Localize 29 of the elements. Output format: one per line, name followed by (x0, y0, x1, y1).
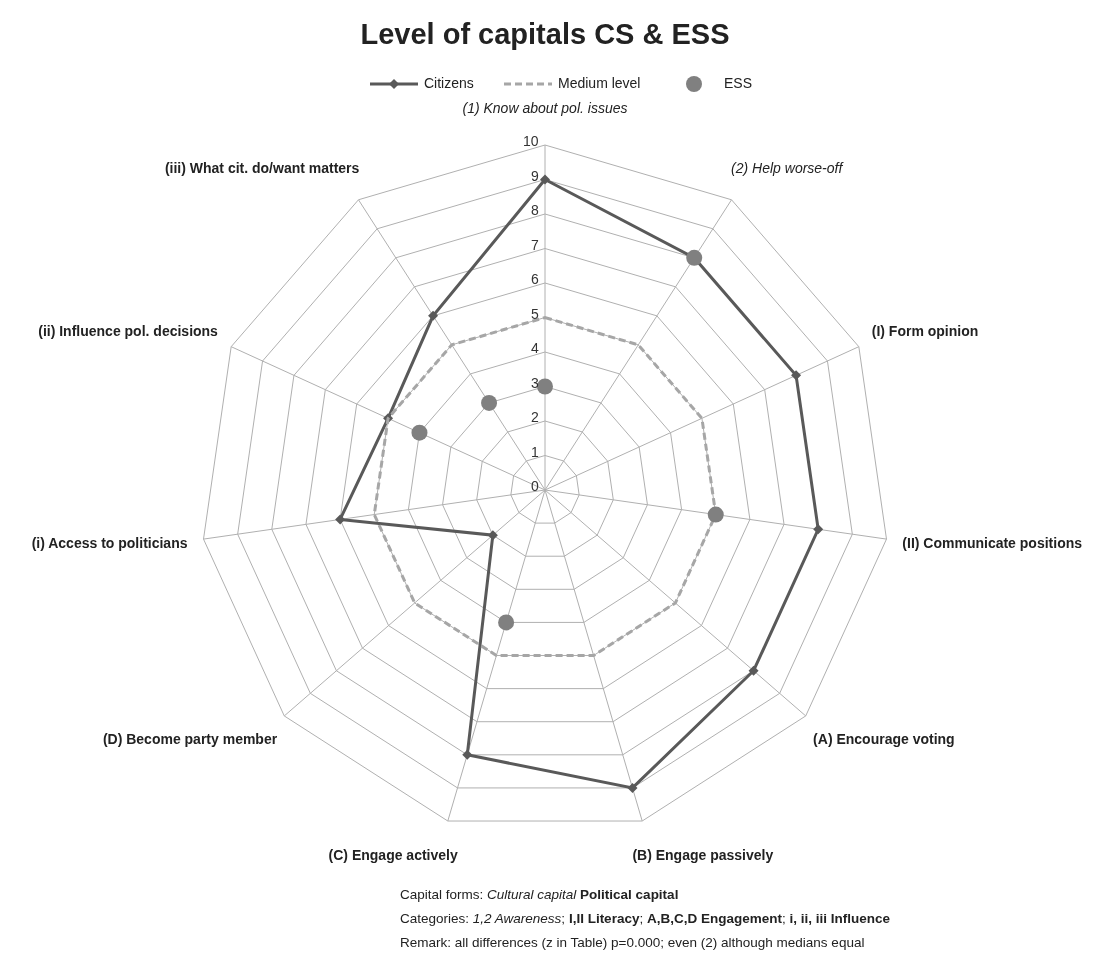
note-text: Categories: 1,2 Awareness; I,II Literacy; A,B,C,D Engagement; i, ii, iii Influence (400, 911, 890, 926)
axis-label: (2) Help worse-off (731, 160, 843, 177)
axis-label: (i) Access to politicians (31, 535, 188, 552)
legend-label: Citizens (424, 75, 474, 91)
axis-label: (1) Know about pol. issues (462, 99, 628, 116)
axis-tick-label: 6 (531, 271, 539, 287)
axis-label: (A) Encourage voting (813, 730, 955, 747)
axis-tick-label: 2 (531, 409, 539, 425)
axis-tick-label: 8 (531, 202, 539, 218)
axis-label: (I) Form opinion (871, 322, 979, 339)
axis-tick-label: 3 (531, 374, 539, 391)
axis-tick-label: 4 (531, 340, 539, 356)
legend-label: ESS (724, 75, 752, 91)
axis-tick-label: 1 (531, 443, 539, 460)
axis-label: (D) Become party member (102, 730, 278, 747)
axis-label: (II) Communicate positions (902, 535, 1083, 552)
chart-title: Level of capitals CS & ESS (359, 18, 731, 51)
axis-label: (C) Engage actively (328, 846, 458, 863)
axis-tick-label: 0 (531, 478, 539, 494)
note-text: Remark: all differences (z in Table) p=0.000; even (2) although medians equal (400, 935, 865, 950)
axis-label: (ii) Influence pol. decisions (38, 322, 218, 339)
axis-tick-label: 10 (523, 133, 539, 149)
axis-tick-label: 5 (531, 305, 539, 322)
note-text: Capital forms: Cultural capital Political capital (400, 887, 679, 902)
axis-label: (iii) What cit. do/want matters (164, 160, 360, 177)
axis-tick-label: 9 (531, 167, 539, 184)
legend-label: Medium level (558, 75, 641, 91)
axis-label: (B) Engage passively (632, 846, 774, 863)
axis-tick-label: 7 (531, 236, 539, 253)
